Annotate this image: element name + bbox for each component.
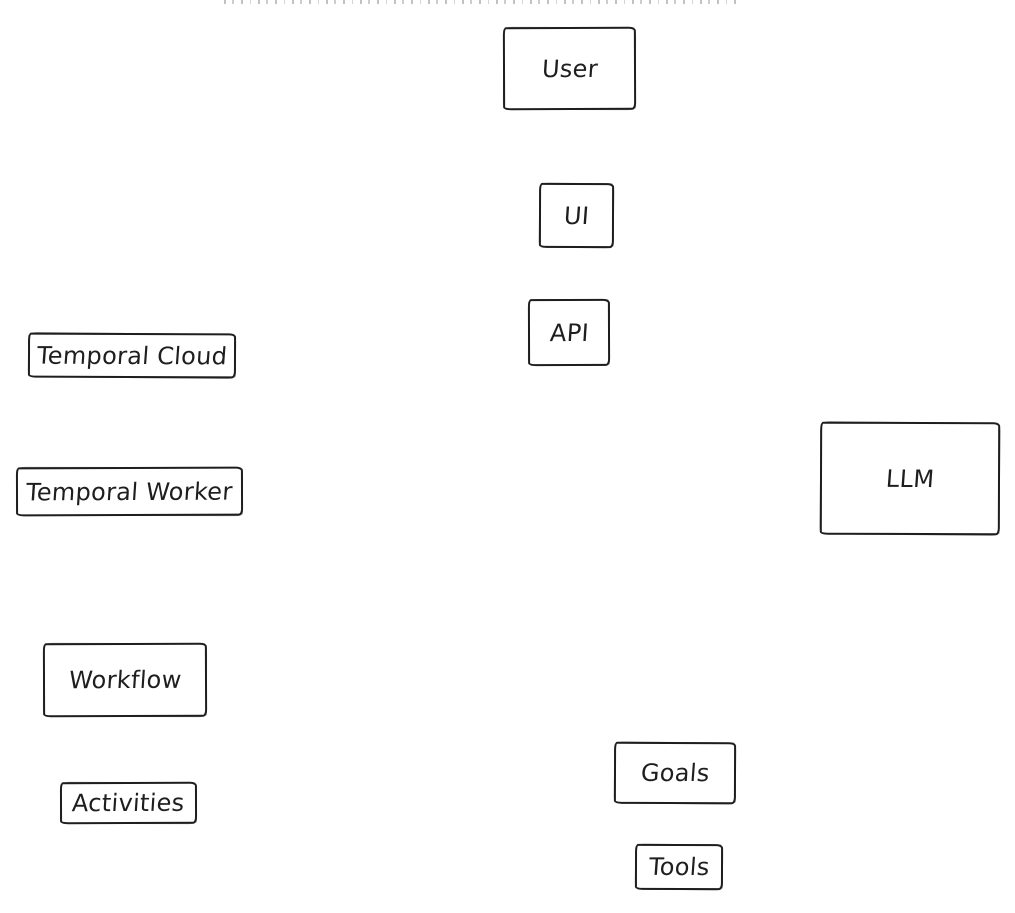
node-goals-label: Goals (639, 758, 711, 788)
clipped-text-fragment (224, 0, 740, 4)
node-activities-label: Activities (71, 788, 186, 818)
node-api[interactable]: API (527, 298, 611, 367)
node-api-label: API (548, 318, 590, 347)
node-llm[interactable]: LLM (819, 421, 1001, 536)
node-ui-label: UI (562, 201, 591, 230)
node-user[interactable]: User (502, 26, 637, 111)
node-tools[interactable]: Tools (634, 843, 724, 891)
node-user-label: User (540, 54, 599, 83)
node-activities[interactable]: Activities (59, 781, 198, 825)
node-temporal-worker[interactable]: Temporal Worker (15, 466, 244, 517)
node-ui[interactable]: UI (538, 182, 615, 249)
node-goals[interactable]: Goals (613, 741, 737, 805)
node-tools-label: Tools (647, 852, 711, 882)
node-llm-label: LLM (884, 464, 936, 493)
node-temporal-cloud[interactable]: Temporal Cloud (27, 332, 237, 379)
node-workflow-label: Workflow (67, 665, 183, 695)
node-temporal-cloud-label: Temporal Cloud (35, 341, 229, 370)
node-workflow[interactable]: Workflow (42, 642, 208, 718)
node-temporal-worker-label: Temporal Worker (25, 477, 234, 506)
